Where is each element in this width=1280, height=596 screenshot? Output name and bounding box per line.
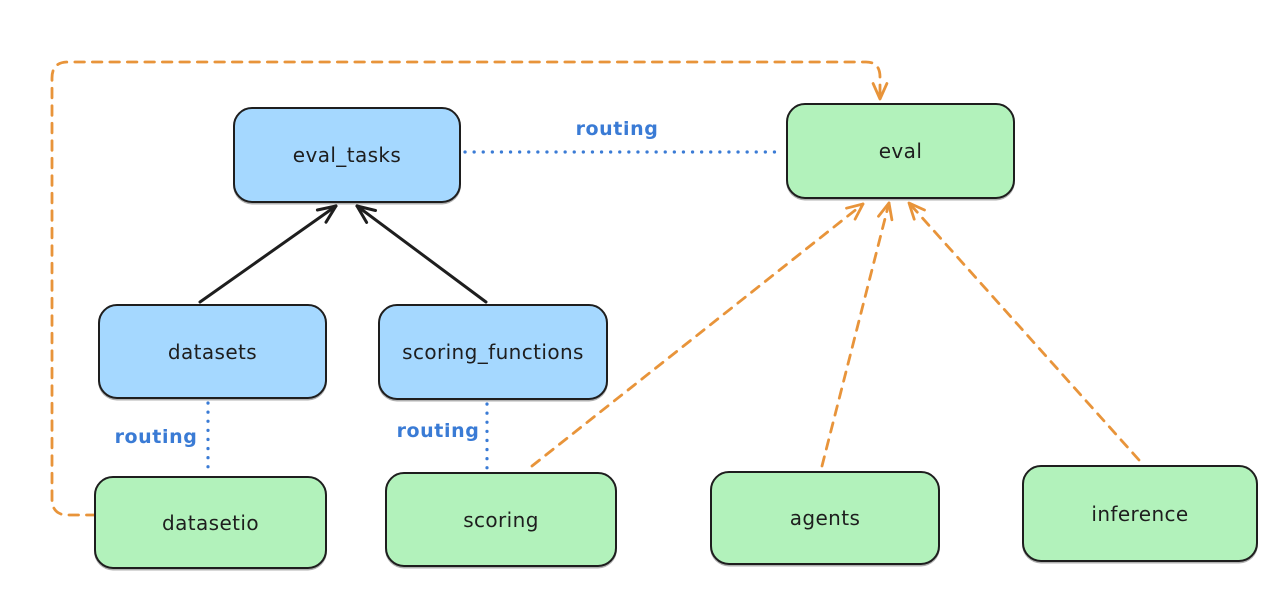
routing-label-datasets-datasetio: routing: [114, 426, 198, 448]
node-eval: eval: [786, 103, 1015, 199]
edge-dashed-scoring-eval: [530, 202, 865, 468]
node-datasetio-label: datasetio: [161, 510, 259, 535]
node-eval-label: eval: [878, 139, 923, 163]
edge-dashed-datasetio-eval: [50, 60, 889, 517]
node-inference: inference: [1022, 465, 1258, 562]
edge-dashed-inference-eval: [907, 201, 1141, 462]
node-datasets-label: datasets: [167, 339, 258, 364]
edge-arrow-scoring_functions-eval_tasks: [355, 204, 488, 304]
node-datasets: datasets: [98, 304, 327, 399]
node-scoring_functions: scoring_functions: [378, 304, 608, 400]
routing-label-eval_tasks-eval: routing: [575, 118, 659, 140]
edge-arrow-datasets-eval_tasks: [198, 204, 338, 304]
node-agents: agents: [710, 471, 940, 565]
node-inference-label: inference: [1091, 501, 1189, 526]
node-scoring-label: scoring: [463, 507, 539, 532]
node-eval_tasks-label: eval_tasks: [292, 143, 402, 167]
edge-dashed-agents-eval: [820, 201, 894, 468]
node-datasetio: datasetio: [94, 476, 327, 569]
routing-label-scoring_functions-scoring: routing: [396, 420, 480, 442]
node-scoring_functions-label: scoring_functions: [402, 340, 584, 364]
node-scoring: scoring: [385, 472, 617, 567]
node-eval_tasks: eval_tasks: [233, 107, 461, 203]
node-agents-label: agents: [789, 506, 861, 530]
